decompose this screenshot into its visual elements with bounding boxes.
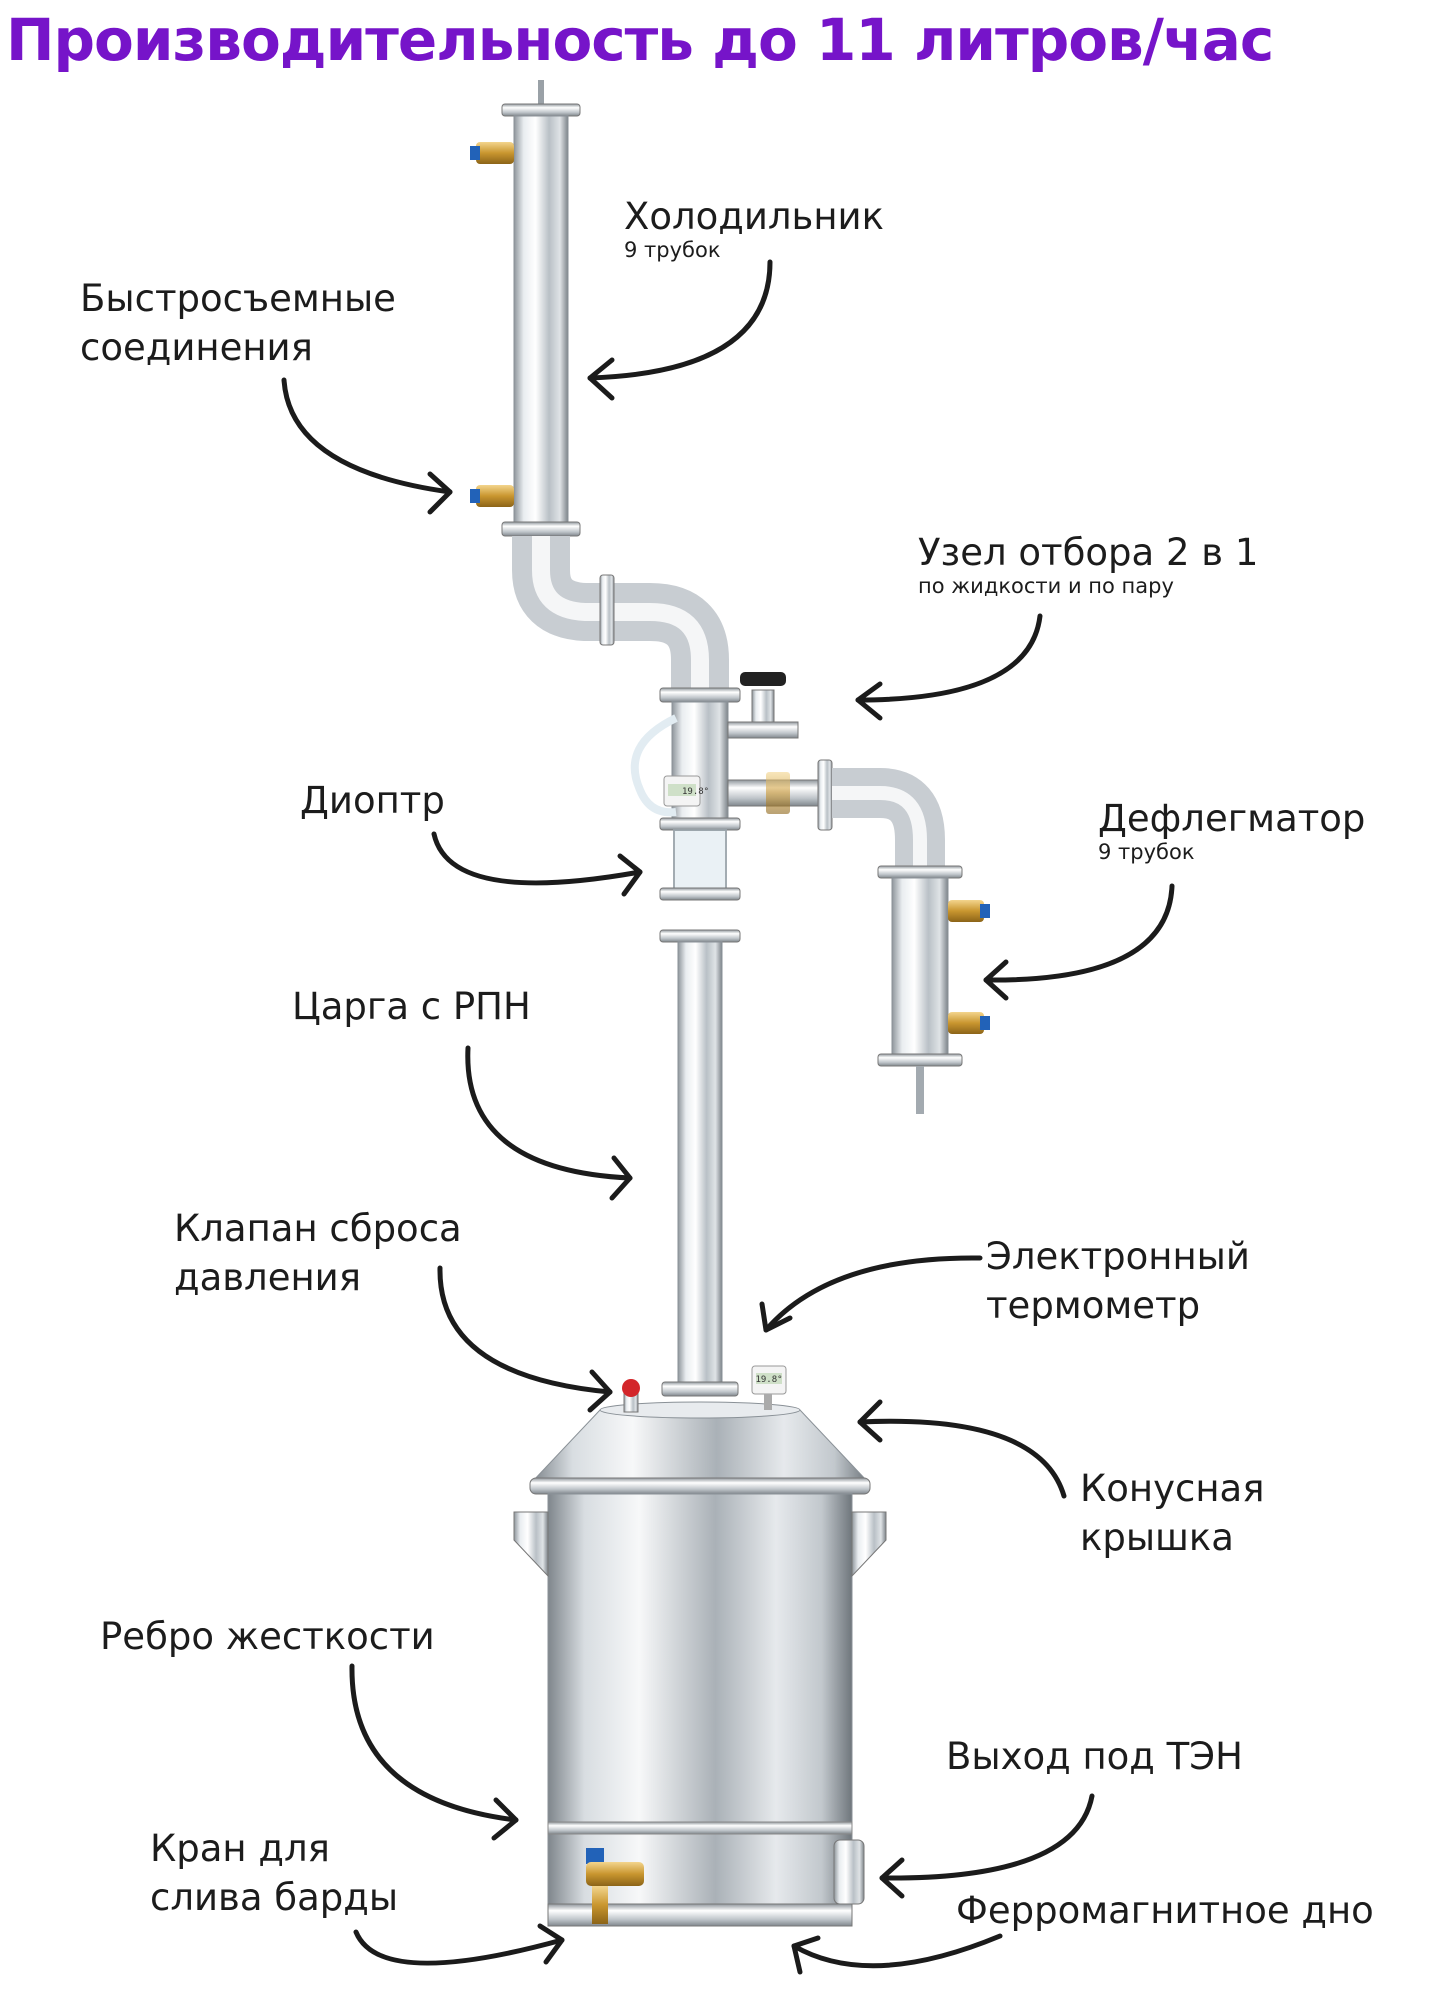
label-heater-outlet: Выход под ТЭН [946, 1735, 1243, 1778]
label-column: Царга с РПН [292, 985, 531, 1028]
label-condenser-sub: 9 трубок [624, 238, 721, 262]
arrow-take-off [855, 613, 1043, 721]
label-thermometer: Электронный термометр [986, 1235, 1250, 1327]
label-relief-valve: Клапан сброса давления [174, 1207, 462, 1299]
label-dephlegmator-sub: 9 трубок [1098, 840, 1195, 864]
label-stiffener: Ребро жесткости [100, 1615, 435, 1658]
label-ferro-bottom: Ферромагнитное дно [956, 1889, 1374, 1932]
arrow-quick-connect [281, 377, 453, 515]
arrow-relief-valve [437, 1265, 613, 1413]
boiler-tank [513, 1365, 887, 1927]
dephlegmator [727, 759, 990, 1114]
label-take-off-sub: по жидкости и по пару [918, 574, 1174, 598]
arrow-diopter [431, 831, 643, 897]
arrow-drain-tap [353, 1923, 565, 1966]
arrow-condenser [587, 259, 773, 401]
arrow-cone-lid [857, 1399, 1067, 1499]
page-title: Производительность до 11 литров/час [6, 6, 1274, 74]
column-thermometer-display: 19.8° [682, 787, 709, 797]
arrow-dephlegmator [983, 883, 1175, 1001]
label-quick-connect: Быстросъемные соединения [80, 277, 396, 369]
label-dephlegmator: Дефлегматор 9 трубок [1098, 797, 1366, 864]
column-assembly [630, 672, 799, 1397]
arrow-column [465, 1045, 633, 1201]
arrow-heater-outlet [879, 1793, 1095, 1899]
label-take-off: Узел отбора 2 в 1 по жидкости и по пару [918, 531, 1259, 598]
arrow-thermometer [759, 1255, 983, 1333]
arrow-ferro-bottom [791, 1933, 1003, 1975]
label-condenser: Холодильник 9 трубок [624, 195, 884, 262]
callout-arrows [281, 259, 1175, 1975]
label-cone-lid: Конусная крышка [1080, 1467, 1265, 1559]
vapor-elbow [512, 536, 729, 690]
arrow-stiffener [349, 1663, 519, 1841]
label-diopter: Диоптр [300, 779, 445, 822]
condenser [470, 80, 581, 537]
lid-thermometer-display: 19.8° [755, 1375, 782, 1385]
label-drain-tap: Кран для слива барды [150, 1827, 399, 1919]
